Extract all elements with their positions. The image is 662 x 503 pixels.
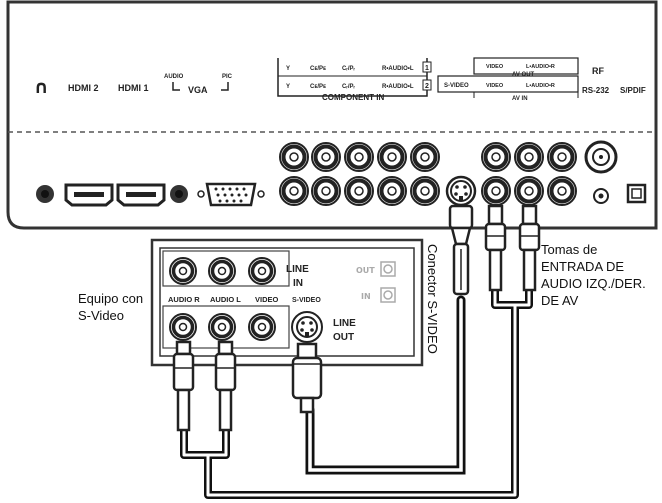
device-audio-r-label: AUDIO R — [168, 295, 200, 304]
device-line-in-r-jack — [168, 256, 198, 286]
comp2-y-jack — [278, 175, 310, 207]
av-in-audio-label: L•AUDIO•R — [526, 83, 555, 89]
device-svideo-label: S-VIDEO — [292, 297, 321, 304]
tomas-callout-line1: Tomas de — [541, 242, 597, 257]
equipo-callout-line2: S-Video — [78, 308, 124, 323]
svideo-plug-device — [291, 342, 323, 414]
av-out-audio-l-jack — [513, 141, 545, 173]
audio-plug-r-device — [172, 340, 195, 432]
comp-row2-audio: R•AUDIO•L — [382, 84, 414, 90]
comp-row1-cb: Cᴇ/Pᴇ — [310, 66, 326, 72]
spdif-label: S/PDIF — [620, 86, 646, 95]
component-in-label-block: Y Cᴇ/Pᴇ Cᵣ/Pᵣ R•AUDIO•L Y Cᴇ/Pᴇ Cᵣ/Pᵣ R•… — [277, 58, 432, 102]
hdmi2-port — [64, 183, 114, 207]
device-video-label: VIDEO — [255, 295, 279, 304]
comp1-y-jack — [278, 141, 310, 173]
audio-plug-l-device — [214, 340, 237, 432]
av-in-video-jack — [480, 175, 512, 207]
audio-cable — [180, 290, 533, 499]
comp2-audio-r-jack — [376, 175, 408, 207]
device-line-in-label-2: IN — [293, 278, 303, 289]
comp1-audio-r-jack — [376, 141, 408, 173]
av-out-audio-label: L•AUDIO•R — [526, 64, 555, 70]
av-out-audio-r-jack — [546, 141, 578, 173]
av-in-video-label: VIDEO — [486, 83, 504, 89]
component-in-label: COMPONENT IN — [322, 93, 384, 102]
comp-num-1: 1 — [425, 65, 429, 72]
comp-row1-cr: Cᵣ/Pᵣ — [342, 66, 356, 72]
device-line-out-label-2: OUT — [333, 332, 354, 343]
headphone-icon: ∩ — [34, 77, 49, 98]
vga-pic-label: PIC — [222, 74, 233, 80]
comp-row1-audio: R•AUDIO•L — [382, 66, 414, 72]
comp2-cr-jack — [343, 175, 375, 207]
av-in-svideo-label: S-VIDEO — [444, 83, 469, 89]
comp-num-2: 2 — [425, 83, 429, 90]
device-audio-r-jack — [168, 312, 198, 342]
comp1-cr-jack — [343, 141, 375, 173]
comp-row2-cb: Cᴇ/Pᴇ — [310, 84, 326, 90]
comp1-cb-jack — [310, 141, 342, 173]
svideo-cable — [305, 295, 466, 475]
svideo-plug-tv — [448, 180, 474, 296]
comp2-audio-l-jack — [409, 175, 441, 207]
audio-plug-l-tv — [484, 204, 507, 292]
comp1-audio-l-jack — [409, 141, 441, 173]
av-in-jacks — [480, 175, 578, 207]
av-out-video-label: VIDEO — [486, 64, 504, 70]
vga-label: VGA — [188, 85, 208, 95]
device-line-in-label-1: LINE — [286, 264, 309, 275]
av-out-label: AV OUT — [512, 72, 535, 78]
av-out-video-jack — [480, 141, 512, 173]
comp2-cb-jack — [310, 175, 342, 207]
av-in-audio-l-jack — [513, 175, 545, 207]
device-video-jack — [247, 312, 277, 342]
spdif-port — [626, 183, 647, 204]
svideo-device: LINE IN AUDIO R AUDIO L VIDEO S-VIDEO LI… — [150, 238, 424, 367]
conector-svideo-callout: Conector S-VIDEO — [425, 244, 440, 354]
device-line-in-video-jack — [247, 256, 277, 286]
vga-audio-jack — [170, 185, 188, 203]
comp-row2-y: Y — [286, 84, 290, 90]
audio-plug-r-tv — [518, 204, 541, 292]
av-in-audio-r-jack — [546, 175, 578, 207]
vga-bracket — [172, 82, 229, 91]
hdmi1-label: HDMI 1 — [118, 83, 149, 93]
tomas-callout-line3: AUDIO IZQ./DER. — [541, 276, 646, 291]
rs232-label: RS-232 — [582, 86, 610, 95]
hdmi2-label: HDMI 2 — [68, 83, 99, 93]
av-out-jacks — [480, 141, 578, 173]
device-audio-l-label: AUDIO L — [210, 295, 241, 304]
device-line-in-l-jack — [207, 256, 237, 286]
device-out-jack — [380, 261, 396, 277]
av-label-block: VIDEO L•AUDIO•R AV OUT S-VIDEO VIDEO L•A… — [437, 57, 579, 102]
rs232-jack — [593, 188, 609, 204]
comp-row2-cr: Cᵣ/Pᵣ — [342, 84, 356, 90]
vga-port — [197, 182, 265, 207]
tomas-callout-line4: DE AV — [541, 293, 579, 308]
device-line-out-label-1: LINE — [333, 318, 356, 329]
device-svideo-jack — [291, 311, 323, 343]
device-audio-l-jack — [207, 312, 237, 342]
tomas-callout-line2: ENTRADA DE — [541, 259, 624, 274]
device-out-label: OUT — [356, 266, 375, 275]
av-in-label: AV IN — [512, 96, 528, 102]
rf-label: RF — [592, 66, 604, 76]
vga-audio-label: AUDIO — [164, 74, 184, 80]
device-in-jack — [380, 287, 396, 303]
hdmi1-port — [116, 183, 166, 207]
device-in-label: IN — [361, 292, 371, 301]
equipo-callout-line1: Equipo con — [78, 291, 143, 306]
comp-row1-y: Y — [286, 66, 290, 72]
headphone-jack — [36, 185, 54, 203]
rf-connector — [584, 140, 618, 174]
